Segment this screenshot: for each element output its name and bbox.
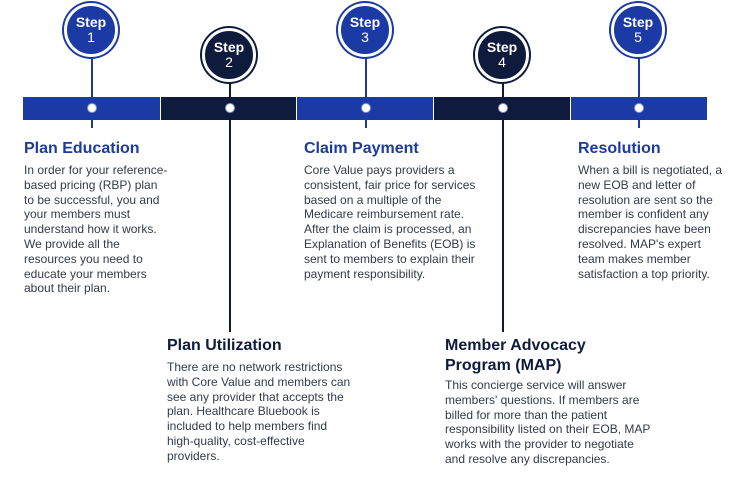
step-4-connector — [502, 76, 504, 332]
step-3-badge: Step 3 — [338, 3, 392, 57]
step-2-marker-dot — [225, 103, 235, 113]
step-1-description: In order for your reference-based pricin… — [24, 163, 168, 296]
step-1-word: Step — [75, 14, 107, 31]
step-5-connector — [638, 52, 640, 128]
step-4-number: 4 — [498, 54, 506, 70]
step-1-title: Plan Education — [24, 140, 140, 157]
step-4-word: Step — [486, 39, 518, 56]
step-1-badge: Step 1 — [64, 3, 118, 57]
step-5-title: Resolution — [578, 140, 661, 157]
step-4-badge: Step 4 — [475, 28, 529, 82]
step-1-number: 1 — [87, 29, 95, 45]
step-5-badge: Step 5 — [611, 3, 665, 57]
step-1-connector — [91, 52, 93, 128]
step-5-description: When a bill is negotiated, a new EOB and… — [578, 163, 723, 281]
step-4-marker-dot — [498, 103, 508, 113]
step-5-number: 5 — [634, 29, 642, 45]
step-4-title: Member Advocacy Program (MAP) — [445, 337, 586, 374]
step-2-connector — [229, 76, 231, 332]
step-3-title: Claim Payment — [304, 140, 419, 157]
step-3-connector — [365, 52, 367, 128]
step-5-marker-dot — [634, 103, 644, 113]
step-3-description: Core Value pays providers a consistent, … — [304, 163, 476, 281]
step-5-word: Step — [622, 14, 654, 31]
step-2-description: There are no network restrictions with C… — [167, 360, 351, 463]
step-2-badge: Step 2 — [202, 28, 256, 82]
step-3-word: Step — [349, 14, 381, 31]
step-2-number: 2 — [225, 54, 233, 70]
step-2-word: Step — [213, 39, 245, 56]
step-2-title: Plan Utilization — [167, 337, 282, 354]
step-3-number: 3 — [361, 29, 369, 45]
step-4-description: This concierge service will answer membe… — [445, 378, 651, 466]
step-1-marker-dot — [87, 103, 97, 113]
step-3-marker-dot — [361, 103, 371, 113]
